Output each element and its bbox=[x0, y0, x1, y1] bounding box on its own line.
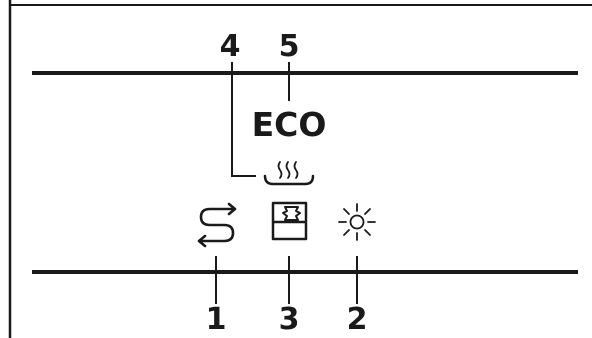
eco-label: ECO bbox=[252, 105, 327, 144]
callout-number-1: 1 bbox=[206, 302, 227, 337]
callout-number-4: 4 bbox=[220, 29, 241, 64]
salt-refill-icon bbox=[273, 203, 306, 239]
callout-number-3: 3 bbox=[279, 302, 300, 337]
rinse-icon bbox=[199, 204, 235, 246]
rinse-aid-sun-icon bbox=[339, 204, 375, 240]
callout-number-2: 2 bbox=[347, 302, 368, 337]
drying-steam-icon bbox=[265, 162, 313, 184]
callout-number-5: 5 bbox=[279, 29, 300, 64]
